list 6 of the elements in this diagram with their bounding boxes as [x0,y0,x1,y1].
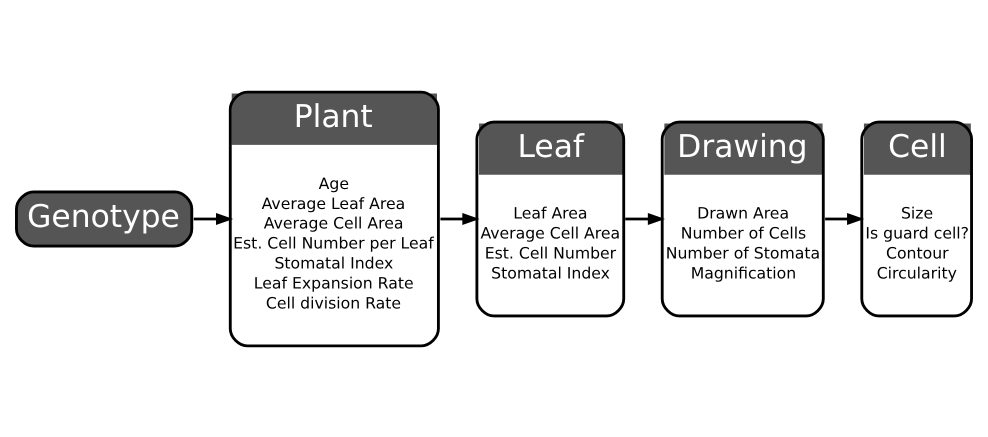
node-box: Plant Age Average Leaf Area Average Cell Area Est. Cell Number per Leaf Stomatal Index Leaf Expansion Rate Cell division Rate [228,90,440,347]
arrow [440,212,480,224]
node-box: Leaf Leaf Area Average Cell Area Est. Cell Number Stomatal Index [475,120,626,317]
arrow [625,212,665,224]
arrow [825,212,864,224]
arrow [194,212,234,224]
